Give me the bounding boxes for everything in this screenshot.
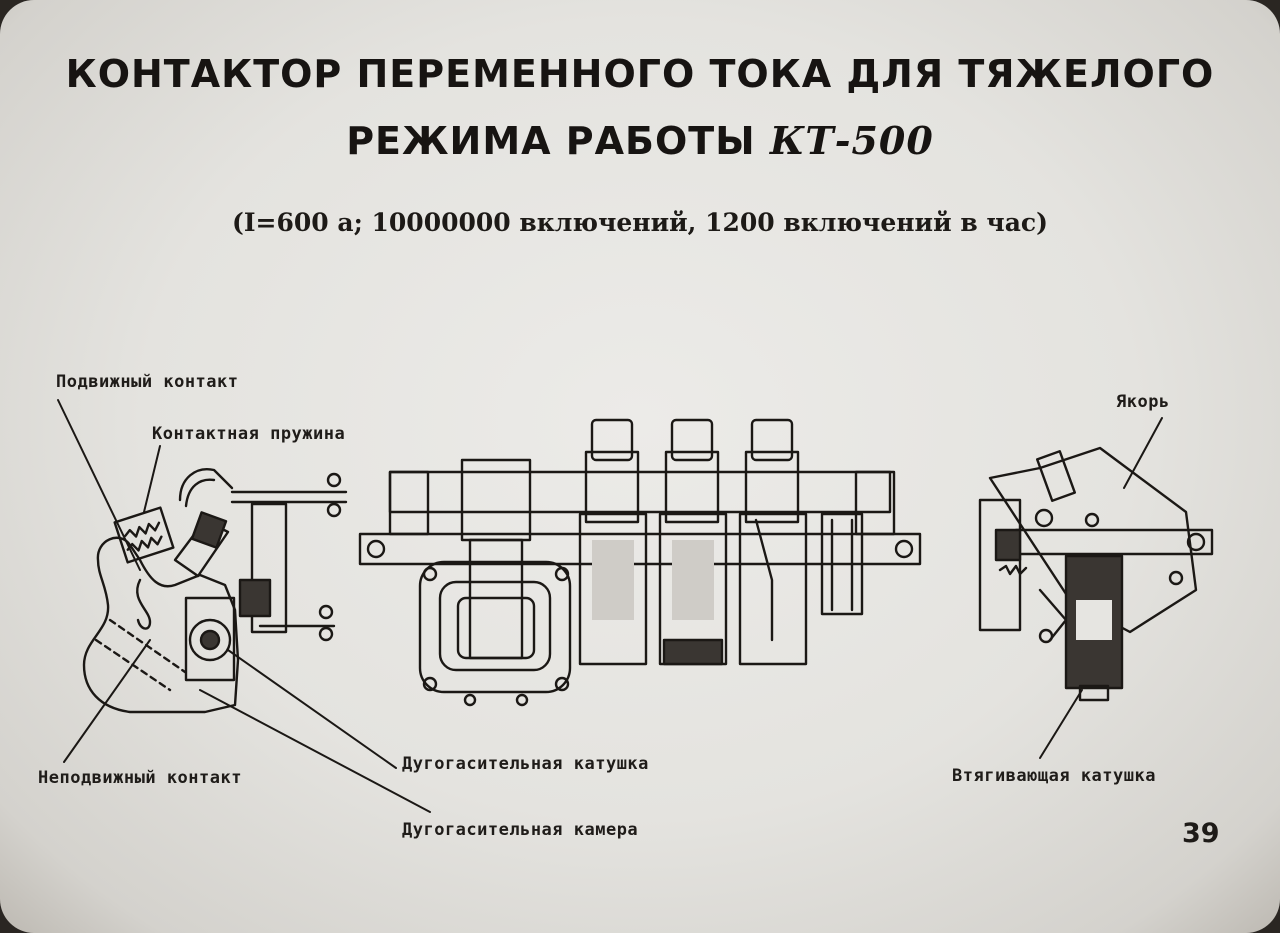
label-armature: Якорь — [1116, 392, 1170, 412]
title-line-2-text: РЕЖИМА РАБОТЫ — [346, 119, 756, 163]
front-view-assembly — [358, 418, 922, 707]
title-model: КТ-500 — [769, 118, 934, 163]
label-contact-spring: Контактная пружина — [152, 424, 346, 444]
subtitle: (I=600 a; 10000000 включений, 1200 включ… — [232, 208, 1048, 237]
label-moving-contact: Подвижный контакт — [56, 372, 239, 392]
title-line-2: РЕЖИМА РАБОТЫ КТ-500 — [0, 118, 1280, 163]
side-view-contacts — [82, 468, 348, 714]
leader-lines — [57, 399, 1163, 813]
title-line-1: КОНТАКТОР ПЕРЕМЕННОГО ТОКА ДЛЯ ТЯЖЕЛОГО — [65, 52, 1215, 96]
page-number: 39 — [1182, 818, 1220, 849]
side-view-magnet — [978, 446, 1214, 702]
label-arc-coil: Дугогасительная катушка — [402, 754, 649, 774]
label-pull-coil: Втягивающая катушка — [952, 766, 1156, 786]
label-arc-chamber: Дугогасительная камера — [402, 820, 639, 840]
label-fixed-contact: Неподвижный контакт — [38, 768, 242, 788]
